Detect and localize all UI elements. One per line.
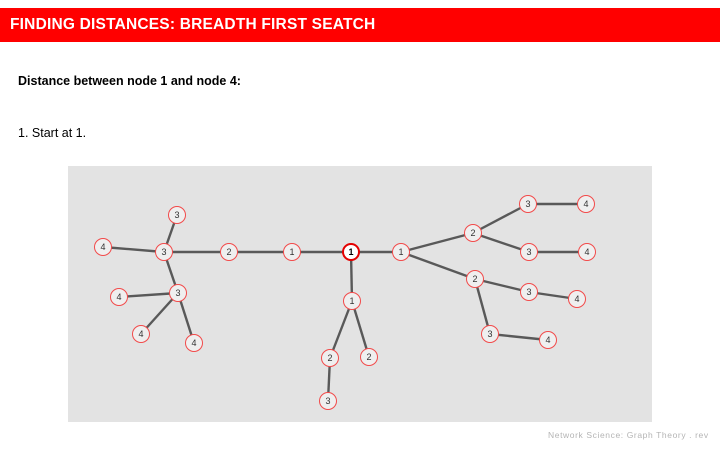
graph-node: 4 (110, 288, 128, 306)
graph-edge (472, 231, 530, 254)
graph-node: 4 (578, 243, 596, 261)
graph-edge (473, 278, 492, 335)
graph-node: 2 (321, 349, 339, 367)
graph-panel: 1 1 1 1 2 2 2 2 2 3 3 3 3 3 3 3 3 4 4 4 4 4 4 4 4 (68, 166, 652, 422)
graph-node: 3 (520, 283, 538, 301)
graph-node: 4 (577, 195, 595, 213)
graph-node: 4 (539, 331, 557, 349)
graph-edge (350, 300, 371, 358)
graph-node: 4 (568, 290, 586, 308)
graph-node-start: 1 (342, 243, 360, 261)
graph-edge (472, 202, 529, 235)
graph-edge (400, 231, 474, 254)
graph-node: 1 (392, 243, 410, 261)
graph-edge (328, 300, 354, 359)
graph-node: 2 (466, 270, 484, 288)
graph-edge (400, 250, 476, 281)
graph-node: 3 (519, 195, 537, 213)
graph-node: 4 (132, 325, 150, 343)
graph-edges (102, 202, 587, 402)
graph-node: 3 (520, 243, 538, 261)
graph-node: 3 (168, 206, 186, 224)
step-text: 1. Start at 1. (18, 126, 87, 140)
credit-text: Network Science: Graph Theory . rev (548, 430, 709, 440)
graph-node: 2 (360, 348, 378, 366)
graph-node: 3 (319, 392, 337, 410)
title-bar: FINDING DISTANCES: BREADTH FIRST SEATCH (0, 8, 720, 42)
graph-node: 2 (464, 224, 482, 242)
graph-node: 1 (283, 243, 301, 261)
graph-edge (102, 245, 165, 254)
graph-node: 4 (185, 334, 203, 352)
graph-node: 3 (481, 325, 499, 343)
graph-node: 3 (155, 243, 173, 261)
graph-edge (489, 332, 549, 342)
graph-node: 2 (220, 243, 238, 261)
page-title: FINDING DISTANCES: BREADTH FIRST SEATCH (10, 16, 376, 33)
question-text: Distance between node 1 and node 4: (18, 74, 241, 88)
graph-node: 1 (343, 292, 361, 310)
graph-node: 4 (94, 238, 112, 256)
graph-node: 3 (169, 284, 187, 302)
graph-edge (118, 291, 179, 299)
